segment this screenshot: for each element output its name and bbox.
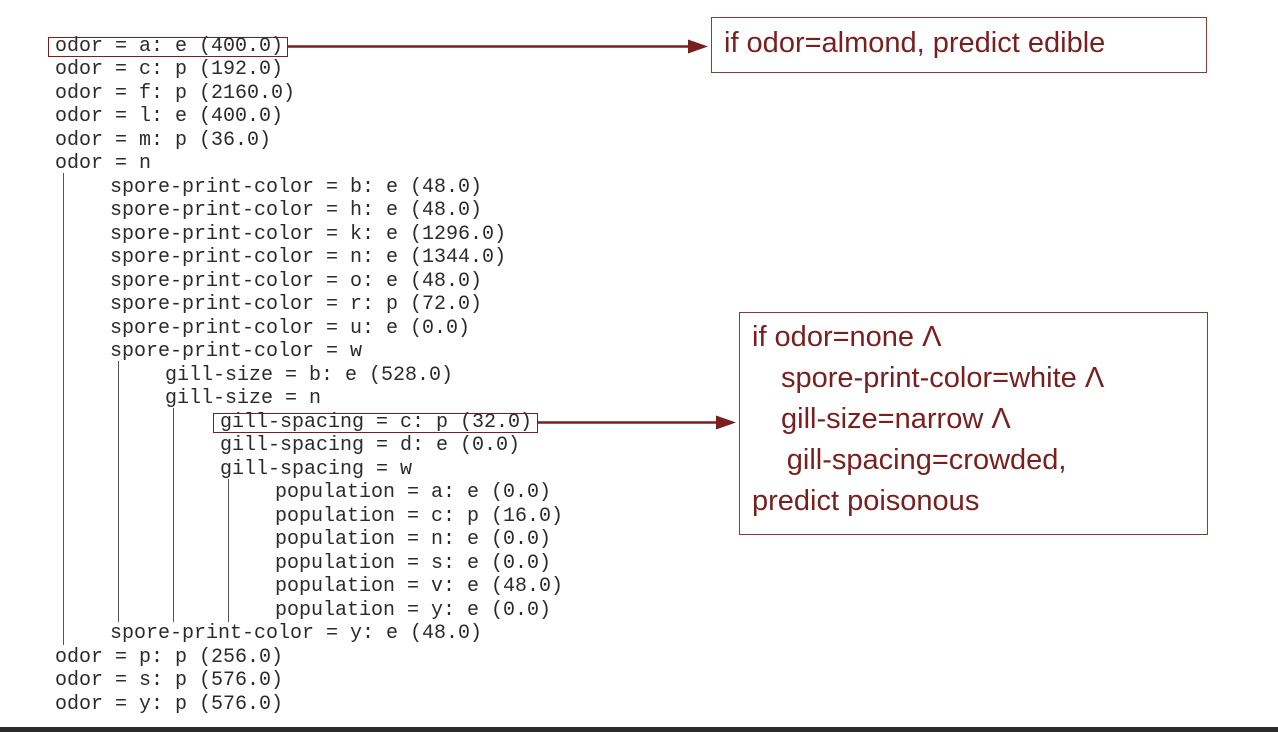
tree-node-line: gill-spacing = w — [220, 457, 413, 481]
tree-node-line: population = a: e (0.0) — [275, 481, 552, 505]
tree-node-line: spore-print-color = y: e (48.0) — [110, 622, 483, 646]
tree-node-line: odor = m: p (36.0) — [55, 128, 272, 152]
tree-node-line: population = c: p (16.0) — [275, 504, 564, 528]
tree-node-line: spore-print-color = r: p (72.0) — [110, 293, 483, 317]
tree-node-line: odor = s: p (576.0) — [55, 669, 284, 693]
tree-node-line: odor = p: p (256.0) — [55, 645, 284, 669]
tree-node-line: spore-print-color = h: e (48.0) — [110, 199, 483, 223]
callout-text-line: if odor=almond, predict edible — [724, 27, 1106, 59]
tree-node-line: gill-spacing = c: p (32.0) — [220, 410, 533, 434]
tree-node-line: gill-size = b: e (528.0) — [165, 363, 454, 387]
tree-node-line: spore-print-color = u: e (0.0) — [110, 316, 471, 340]
tree-node-line: odor = l: e (400.0) — [55, 105, 284, 129]
tree-node-line: gill-spacing = d: e (0.0) — [220, 434, 521, 458]
tree-node-line: gill-size = n — [165, 387, 322, 411]
tree-node-line: spore-print-color = n: e (1344.0) — [110, 246, 507, 270]
callout-almond-rule: if odor=almond, predict edible — [711, 17, 1207, 73]
highlight-box — [213, 412, 538, 433]
bottom-rule — [0, 727, 1278, 732]
callout-text-line: gill-size=narrow Λ — [781, 403, 1011, 435]
tree-node-line: spore-print-color = o: e (48.0) — [110, 269, 483, 293]
callout-text-line: predict poisonous — [752, 485, 980, 517]
tree-node-line: odor = f: p (2160.0) — [55, 81, 296, 105]
tree-node-line: spore-print-color = b: e (48.0) — [110, 175, 483, 199]
callout-text-line: spore-print-color=white Λ — [781, 362, 1105, 394]
branch-line — [228, 478, 229, 622]
tree-node-line: spore-print-color = k: e (1296.0) — [110, 222, 507, 246]
branch-line — [173, 408, 174, 622]
tree-node-line: odor = c: p (192.0) — [55, 58, 284, 82]
tree-node-line: odor = n — [55, 152, 152, 176]
arrow-head — [688, 39, 708, 54]
tree-node-line: population = s: e (0.0) — [275, 551, 552, 575]
highlight-box — [48, 36, 288, 57]
branch-line — [63, 173, 64, 645]
callout-poisonous-rule: if odor=none Λ spore-print-color=white Λ g… — [739, 312, 1208, 535]
tree-node-line: odor = y: p (576.0) — [55, 692, 284, 716]
tree-node-line: population = y: e (0.0) — [275, 598, 552, 622]
tree-node-line: population = v: e (48.0) — [275, 575, 564, 599]
tree-node-line: population = n: e (0.0) — [275, 528, 552, 552]
tree-node-line: spore-print-color = w — [110, 340, 363, 364]
tree-node-line: odor = a: e (400.0) — [55, 34, 284, 58]
callout-text-line: if odor=none Λ — [752, 321, 942, 353]
callout-text-line: gill-spacing=crowded, — [786, 444, 1067, 476]
branch-line — [118, 361, 119, 622]
arrow-head — [716, 415, 736, 430]
